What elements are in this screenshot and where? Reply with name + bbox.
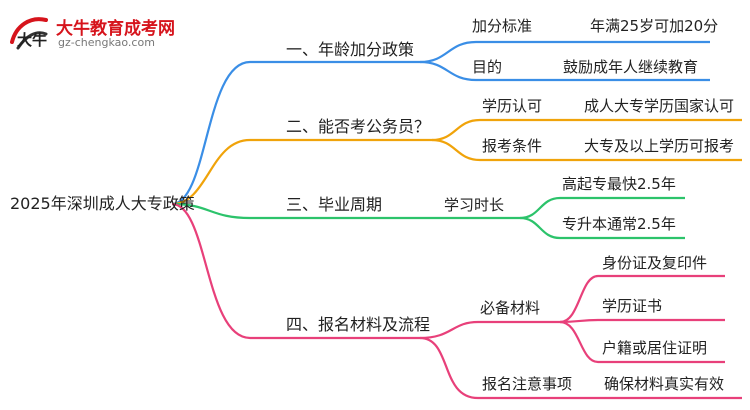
branch-4-item-2-value[interactable]: 确保材料真实有效 — [604, 375, 725, 393]
branch-3-label[interactable]: 三、毕业周期 — [286, 195, 383, 214]
root-node[interactable]: 2025年深圳成人大专政策 — [10, 194, 195, 213]
branch-4-label[interactable]: 四、报名材料及流程 — [286, 315, 431, 334]
branch-1-item-1-value[interactable]: 年满25岁可加20分 — [590, 17, 719, 35]
branch-2-label[interactable]: 二、能否考公务员？ — [286, 117, 431, 136]
logo-url: gz-chengkao.com — [58, 36, 155, 49]
branch-1-lines — [171, 40, 710, 206]
logo-mark-icon: 大牛 — [10, 17, 48, 50]
svg-text:大牛: 大牛 — [17, 31, 47, 49]
branch-4-material-2[interactable]: 学历证书 — [602, 297, 663, 315]
branch-1-item-2-label[interactable]: 目的 — [472, 58, 503, 76]
branch-4-material-3[interactable]: 户籍或居住证明 — [602, 339, 708, 357]
branch-1-label[interactable]: 一、年龄加分政策 — [286, 40, 415, 59]
branch-3-value-2[interactable]: 专升本通常2.5年 — [562, 215, 676, 233]
logo-title: 大牛教育成考网 — [56, 19, 175, 39]
branch-3-value-1[interactable]: 高起专最快2.5年 — [562, 175, 676, 193]
branch-2-lines — [171, 118, 742, 206]
branch-2-item-1-label[interactable]: 学历认可 — [482, 97, 543, 115]
branch-4-item-1-label[interactable]: 必备材料 — [480, 299, 541, 317]
branch-3-item-1-label[interactable]: 学习时长 — [444, 196, 505, 214]
branch-1-item-2-value[interactable]: 鼓励成年人继续教育 — [563, 58, 699, 76]
branch-3-lines — [171, 196, 685, 240]
branch-4-material-1[interactable]: 身份证及复印件 — [602, 254, 708, 272]
branch-4-item-2-label[interactable]: 报名注意事项 — [482, 375, 573, 393]
site-logo[interactable]: 大牛 大牛教育成考网 gz-chengkao.com — [6, 10, 206, 55]
branch-2-item-1-value[interactable]: 成人大专学历国家认可 — [584, 97, 735, 115]
branch-4-lines — [171, 202, 742, 400]
branch-1-item-1-label[interactable]: 加分标准 — [472, 17, 533, 35]
branch-2-item-2-value[interactable]: 大专及以上学历可报考 — [584, 137, 735, 155]
branch-2-item-2-label[interactable]: 报考条件 — [482, 137, 543, 155]
